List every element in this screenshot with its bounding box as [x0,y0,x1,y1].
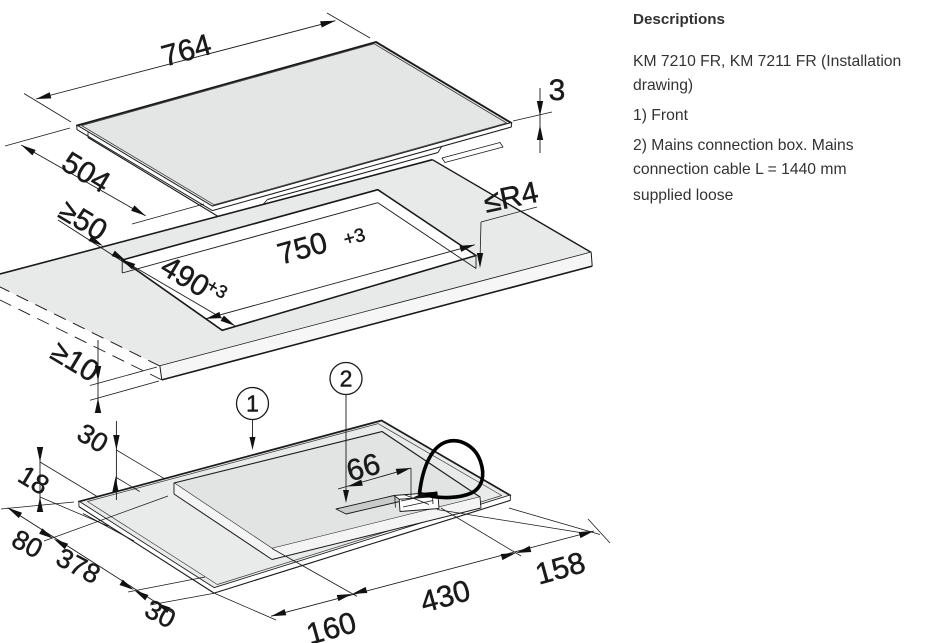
svg-text:750: 750 [274,226,331,271]
svg-text:764: 764 [158,28,215,73]
svg-text:430: 430 [417,574,474,619]
svg-text:18: 18 [13,460,54,501]
svg-text:≥50: ≥50 [53,194,113,248]
svg-text:160: 160 [303,606,360,643]
svg-text:1: 1 [246,391,259,417]
svg-text:378: 378 [51,542,105,590]
svg-text:504: 504 [56,146,116,200]
svg-text:80: 80 [7,524,48,565]
svg-text:158: 158 [532,546,589,591]
svg-text:≥10: ≥10 [45,335,105,389]
svg-text:3: 3 [549,74,566,107]
svg-text:30: 30 [140,594,181,635]
svg-text:2: 2 [340,366,353,392]
svg-text:≤R4: ≤R4 [481,176,541,220]
svg-text:30: 30 [72,418,113,459]
